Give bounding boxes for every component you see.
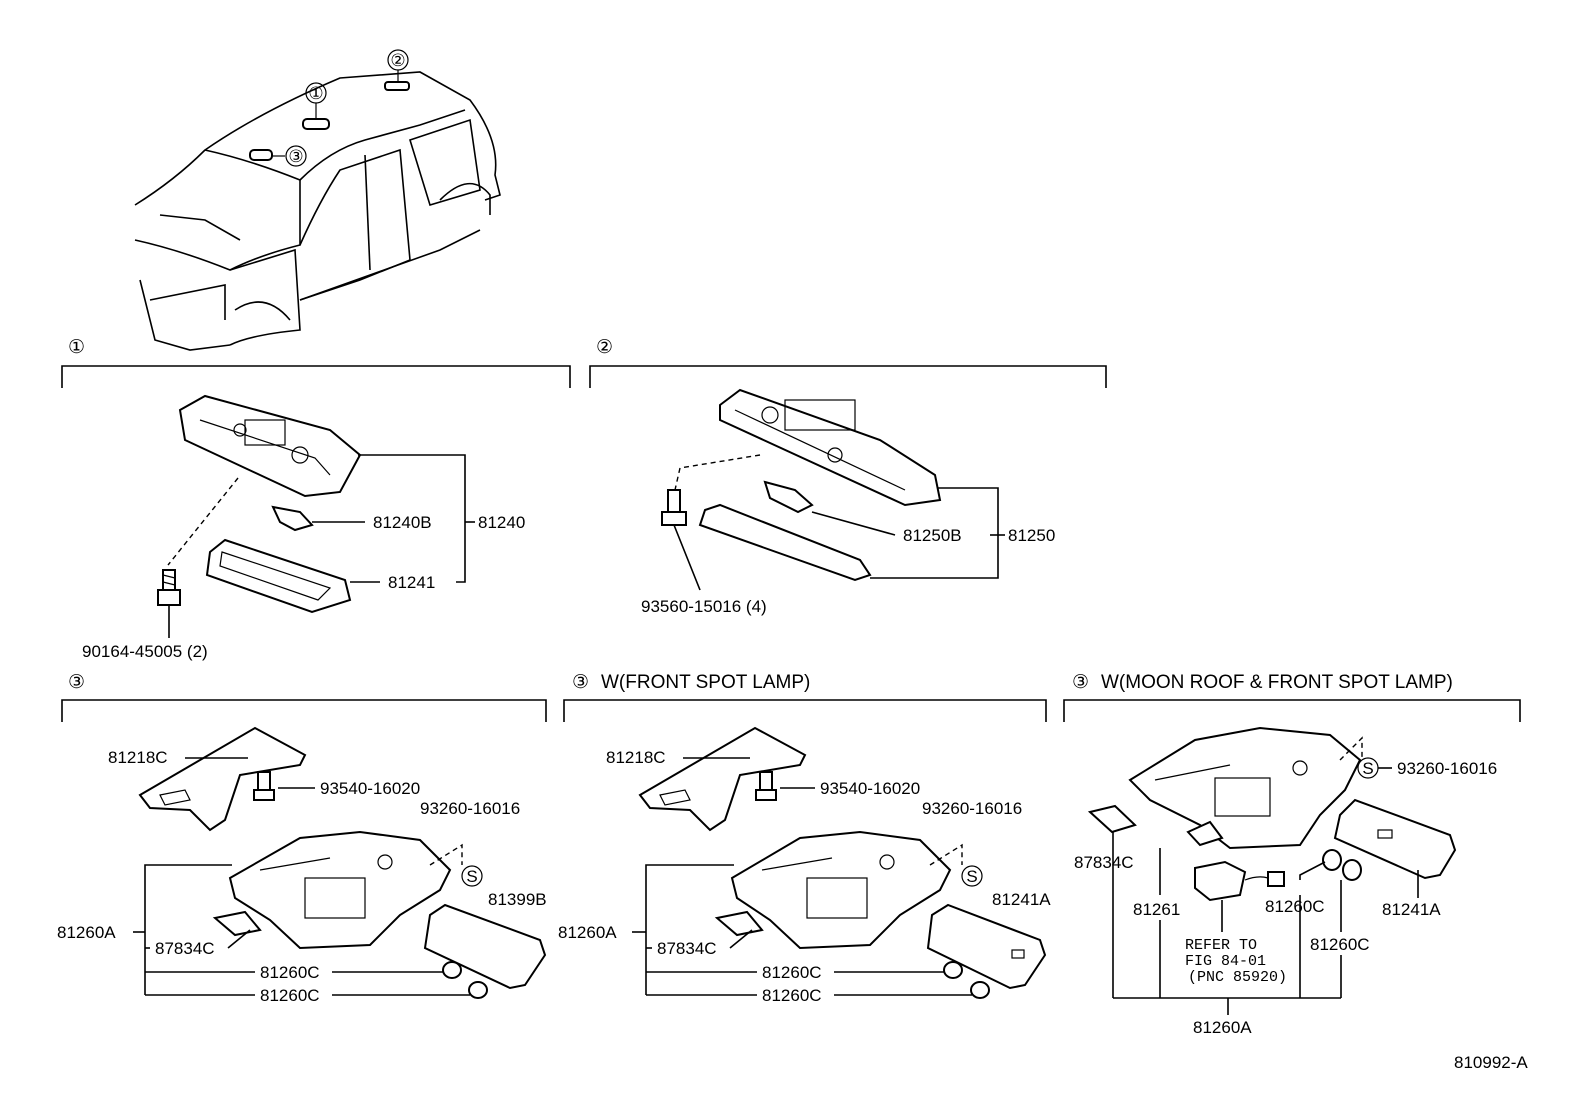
label-81260c-c1: 81260C	[1265, 897, 1325, 916]
bulb-81240b	[271, 505, 314, 532]
bulb-81260c-c1	[1322, 849, 1342, 871]
refer-line-2: FIG 84-01	[1185, 953, 1266, 970]
label-87834c-c: 87834C	[1074, 853, 1134, 872]
lens-81241	[205, 538, 352, 614]
refer-line-1: REFER TO	[1185, 937, 1257, 954]
s-mark-b: S	[966, 867, 977, 886]
label-93260-16016-c: 93260-16016	[1397, 759, 1497, 778]
label-81260a-c: 81260A	[1193, 1018, 1252, 1037]
label-81260a-b: 81260A	[558, 923, 617, 942]
section-2: ② 81250B 81250 93560-15016 (4)	[589, 337, 1107, 616]
label-81250b: 81250B	[903, 526, 962, 545]
overview-callout-2: ②	[390, 51, 405, 70]
bulb-81250b	[763, 480, 814, 514]
s-mark-a: S	[466, 867, 477, 886]
clip-87834c-b	[714, 910, 764, 937]
switch-81261	[1194, 860, 1285, 902]
label-81260c-b1: 81260C	[762, 963, 822, 982]
cargo-lamp-housing	[719, 388, 942, 507]
label-81399b: 81399B	[488, 890, 547, 909]
screw-90164	[157, 569, 181, 606]
section-1: ① 81240B 81240	[61, 337, 571, 661]
label-81260a-a: 81260A	[57, 923, 116, 942]
console-housing-b	[730, 830, 952, 950]
section-3a-marker: ③	[68, 672, 85, 693]
label-81261: 81261	[1133, 900, 1180, 919]
label-81218c-a: 81218C	[108, 748, 168, 767]
console-housing-a	[228, 830, 452, 950]
overview-callout-1: ①	[308, 84, 323, 103]
label-81260c-a1: 81260C	[260, 963, 320, 982]
bulb-81260c-a2	[468, 981, 488, 999]
screw-93560	[661, 489, 687, 526]
lens-81250	[698, 503, 872, 582]
bulb-81260c-b2	[970, 981, 990, 999]
s-mark-c: S	[1362, 759, 1373, 778]
bulb-81260c-a1	[442, 961, 462, 979]
lens-81399b	[423, 903, 547, 990]
overview-callout-3: ③	[288, 147, 303, 166]
lens-81241a-c	[1333, 798, 1457, 880]
label-93560-15016: 93560-15016 (4)	[641, 597, 767, 616]
label-81218c-b: 81218C	[606, 748, 666, 767]
dome-lamp-housing	[178, 394, 362, 498]
label-81241a-b: 81241A	[992, 890, 1051, 909]
section-3c: ③ W(MOON ROOF & FRONT SPOT LAMP) S	[1063, 672, 1521, 1037]
label-93540-16020-a: 93540-16020	[320, 779, 420, 798]
clip-87834c-a	[212, 910, 262, 937]
label-81241: 81241	[388, 573, 435, 592]
bracket-81218c-b	[638, 726, 807, 832]
bolt-93540-b	[755, 771, 777, 801]
label-81260c-b2: 81260C	[762, 986, 822, 1005]
vehicle-overview: ① ② ③	[134, 49, 501, 351]
section-3c-heading: W(MOON ROOF & FRONT SPOT LAMP)	[1101, 672, 1453, 693]
section-2-marker: ②	[596, 337, 613, 358]
bulb-81260c-c2	[1342, 859, 1362, 881]
section-1-marker: ①	[68, 337, 85, 358]
label-93260-16016-a: 93260-16016	[420, 799, 520, 818]
clip-87834c-c	[1087, 804, 1137, 834]
bolt-93540-a	[253, 771, 275, 801]
label-81250: 81250	[1008, 526, 1055, 545]
section-3c-marker: ③	[1072, 672, 1089, 693]
label-81241a-c: 81241A	[1382, 900, 1441, 919]
label-93260-16016-b: 93260-16016	[922, 799, 1022, 818]
section-3b-marker: ③	[572, 672, 589, 693]
figure-id: 810992-A	[1454, 1053, 1528, 1072]
lens-81241a-b	[926, 903, 1047, 990]
section-3b-heading: W(FRONT SPOT LAMP)	[601, 672, 810, 693]
label-81240: 81240	[478, 513, 525, 532]
label-93540-16020-b: 93540-16020	[820, 779, 920, 798]
section-3a: ③ S	[57, 672, 547, 1005]
refer-line-3: (PNC 85920)	[1188, 969, 1287, 986]
label-87834c-a: 87834C	[155, 939, 215, 958]
bracket-81218c-a	[138, 726, 307, 832]
bulb-81260c-b1	[943, 961, 963, 979]
label-90164-45005: 90164-45005 (2)	[82, 642, 208, 661]
label-87834c-b: 87834C	[657, 939, 717, 958]
console-housing-c	[1128, 726, 1362, 850]
label-81240b: 81240B	[373, 513, 432, 532]
label-81260c-c2: 81260C	[1310, 935, 1370, 954]
section-3b: ③ W(FRONT SPOT LAMP) S	[558, 672, 1051, 1005]
label-81260c-a2: 81260C	[260, 986, 320, 1005]
